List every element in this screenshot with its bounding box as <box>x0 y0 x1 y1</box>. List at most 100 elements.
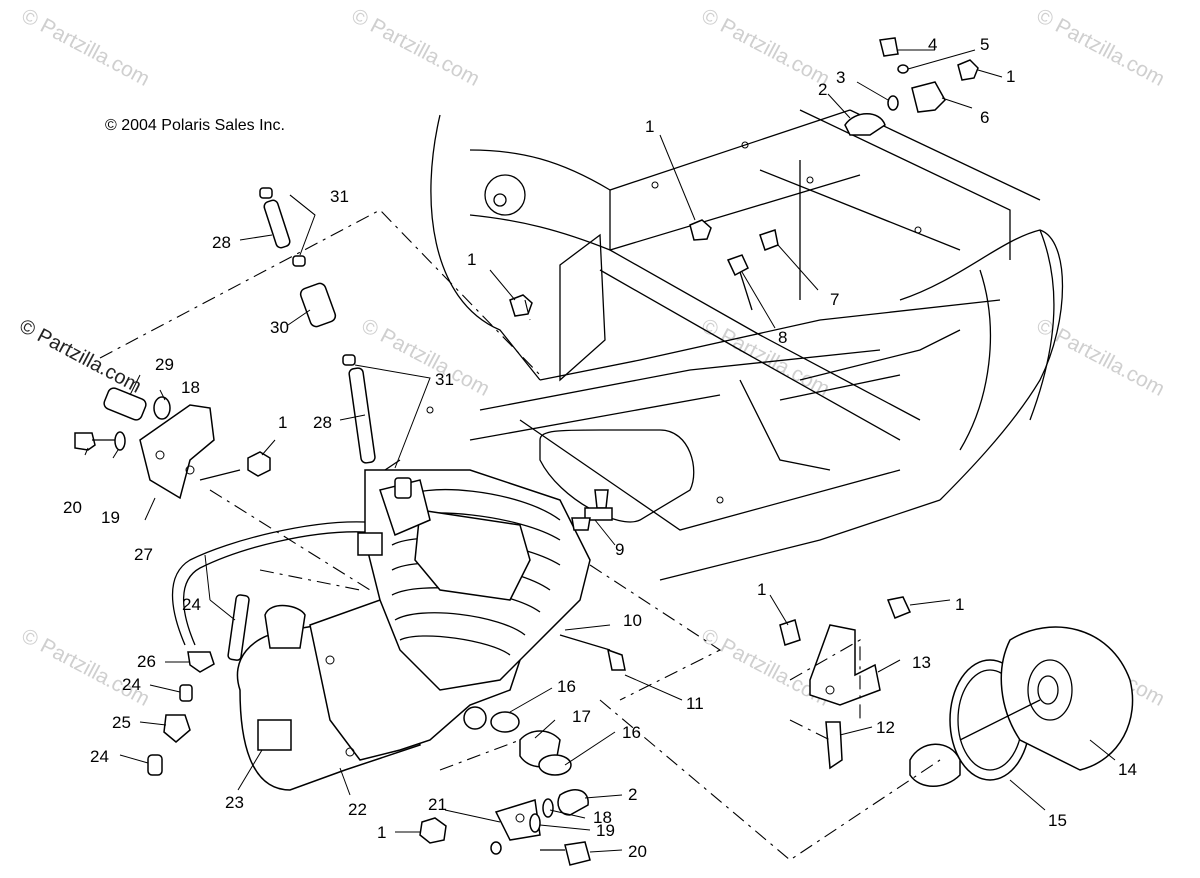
mount-bracket-13 <box>809 624 881 706</box>
watermark: © Partzilla.com <box>1033 4 1169 91</box>
callout-20: 20 <box>628 842 647 861</box>
callout-25: 25 <box>112 713 131 732</box>
callout-15: 15 <box>1048 811 1067 830</box>
washer-5 <box>897 64 909 74</box>
clamp-16-a <box>490 711 520 733</box>
callout-28: 28 <box>313 413 332 432</box>
callout-3: 3 <box>836 68 845 87</box>
bolt-20 <box>74 432 96 451</box>
bolt-7 <box>759 229 779 251</box>
oil-plug <box>463 706 487 730</box>
callout-19: 19 <box>101 508 120 527</box>
callout-17: 17 <box>572 707 591 726</box>
ground-wire <box>559 634 626 671</box>
valve-cover <box>414 509 531 601</box>
callout-2: 2 <box>628 785 637 804</box>
watermark: © Partzilla.com <box>18 4 154 91</box>
fuel-hose-28-upper <box>263 199 291 249</box>
bolt-12 <box>825 721 843 770</box>
callout-9: 9 <box>615 540 624 559</box>
watermark: © Partzilla.com <box>358 314 494 401</box>
bushing-2-top <box>844 113 886 136</box>
bushing-2-lower <box>557 789 589 816</box>
callout-24: 24 <box>122 675 141 694</box>
callout-18: 18 <box>181 378 200 397</box>
washer-3 <box>887 95 899 111</box>
washer-19 <box>114 431 126 451</box>
callout-4: 4 <box>928 35 937 54</box>
callout-30: 30 <box>270 318 289 337</box>
callout-21: 21 <box>428 795 447 814</box>
bracket-21 <box>494 799 541 841</box>
watermark: © Partzilla.com <box>698 624 834 711</box>
callout-1: 1 <box>645 117 654 136</box>
vent-hose-assembly <box>147 521 366 776</box>
clutch-14 <box>1000 626 1134 771</box>
recoil-handle <box>264 604 306 649</box>
engine <box>236 469 591 791</box>
nut-1-left <box>247 451 271 477</box>
tee-26 <box>187 651 215 673</box>
label-23 <box>257 719 292 751</box>
watermark: © Partzilla.com <box>18 624 154 711</box>
callout-29: 29 <box>155 355 174 374</box>
copyright-text: © 2004 Polaris Sales Inc. <box>105 117 285 134</box>
callout-24: 24 <box>90 747 109 766</box>
callout-2: 2 <box>818 80 827 99</box>
callout-14: 14 <box>1118 760 1137 779</box>
frame <box>426 109 1064 581</box>
callout-8: 8 <box>778 328 787 347</box>
washer-19-lower <box>529 813 541 833</box>
callout-26: 26 <box>137 652 156 671</box>
leader-lines <box>84 49 1116 853</box>
intake-boot-parts <box>490 711 572 776</box>
callout-1: 1 <box>467 250 476 269</box>
nut-1-mount-right <box>886 596 912 619</box>
hose-24b <box>179 684 193 702</box>
engine-mount-and-clutch <box>779 596 1134 787</box>
clutch-shaft <box>909 743 961 787</box>
callout-31: 31 <box>435 370 454 389</box>
callout-7: 7 <box>830 290 839 309</box>
callout-6: 6 <box>980 108 989 127</box>
hose-24c <box>147 754 163 776</box>
hose-clamp-31b <box>292 255 306 267</box>
left-bracket-parts <box>74 387 271 500</box>
callout-10: 10 <box>623 611 642 630</box>
callout-12: 12 <box>876 718 895 737</box>
callout-1: 1 <box>278 413 287 432</box>
carb-cap <box>394 477 412 499</box>
callout-23: 23 <box>225 793 244 812</box>
callout-27: 27 <box>134 545 153 564</box>
nut-1-frame <box>689 219 712 241</box>
callout-31: 31 <box>330 187 349 206</box>
watermark: © Partzilla.com <box>698 4 834 91</box>
callout-24: 24 <box>182 595 201 614</box>
callout-labels: 31 28 30 31 28 29 18 20 19 27 1 1 1 2 3 … <box>63 35 1137 861</box>
callout-1: 1 <box>757 580 766 599</box>
callout-1: 1 <box>1006 67 1015 86</box>
callout-20: 20 <box>63 498 82 517</box>
callout-22: 22 <box>348 800 367 819</box>
spark-plug-9 <box>571 489 613 531</box>
nut-1-top <box>957 59 979 81</box>
watermark: © Partzilla.com <box>348 4 484 91</box>
throttle-cable-parts <box>509 37 979 317</box>
washer-18-lower <box>542 798 554 818</box>
grouping-lines <box>99 209 941 861</box>
washer-18 <box>153 396 171 420</box>
callout-13: 13 <box>912 653 931 672</box>
bracket-27 <box>139 404 215 500</box>
callout-1: 1 <box>955 595 964 614</box>
nut-1-mount-left <box>779 619 801 646</box>
nut-1-lower <box>419 817 447 844</box>
bolt-4 <box>879 37 899 57</box>
callout-5: 5 <box>980 35 989 54</box>
clamp-16-b <box>538 754 572 776</box>
hose-clamp-31 <box>259 187 273 199</box>
check-valve-25 <box>163 714 191 743</box>
callout-11: 11 <box>686 694 704 713</box>
callout-1: 1 <box>377 823 386 842</box>
nut-1-frame-left <box>509 294 533 317</box>
